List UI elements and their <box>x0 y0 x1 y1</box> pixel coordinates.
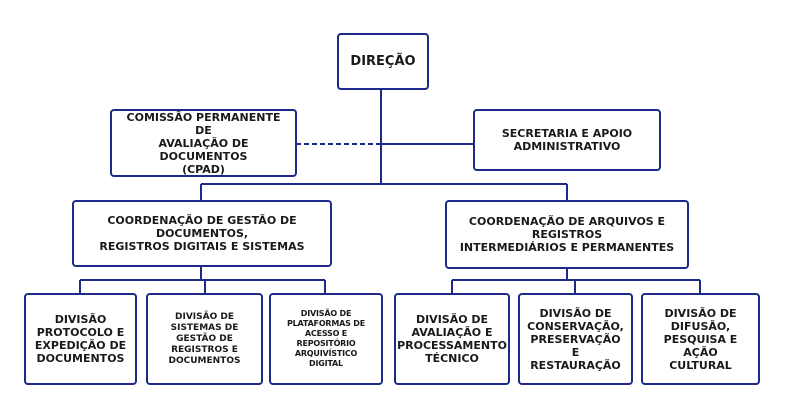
node-coord-arquivos: COORDENAÇÃO DE ARQUIVOS E REGISTROS INTE… <box>445 200 689 269</box>
node-direcao: DIREÇÃO <box>337 33 429 90</box>
node-cpad: COMISSÃO PERMANENTE DE AVALIAÇÃO DE DOCU… <box>110 109 297 177</box>
node-secretaria: SECRETARIA E APOIO ADMINISTRATIVO <box>473 109 661 171</box>
node-div-protocolo: DIVISÃO PROTOCOLO E EXPEDIÇÃO DE DOCUMEN… <box>24 293 137 385</box>
node-div-sistemas: DIVISÃO DE SISTEMAS DE GESTÃO DE REGISTR… <box>146 293 263 385</box>
node-div-conservacao: DIVISÃO DE CONSERVAÇÃO, PRESERVAÇÃO E RE… <box>518 293 633 385</box>
node-coord-gestao: COORDENAÇÃO DE GESTÃO DE DOCUMENTOS, REG… <box>72 200 332 267</box>
node-div-difusao: DIVISÃO DE DIFUSÃO, PESQUISA E AÇÃO CULT… <box>641 293 760 385</box>
node-div-plataformas: DIVISÃO DE PLATAFORMAS DE ACESSO E REPOS… <box>269 293 383 385</box>
node-div-avaliacao: DIVISÃO DE AVALIAÇÃO E PROCESSAMENTO TÉC… <box>394 293 510 385</box>
